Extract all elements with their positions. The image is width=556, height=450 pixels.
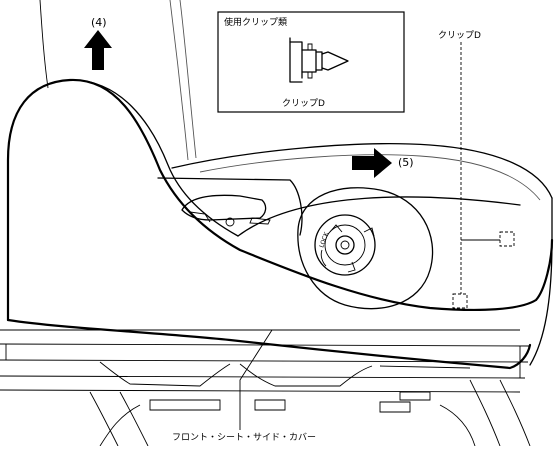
inset-clip-name: クリップD <box>282 98 325 109</box>
part-name-label: フロント・シート・サイド・カバー <box>172 432 316 443</box>
clip-location-right <box>499 231 515 247</box>
inset-title: 使用クリップ類 <box>224 16 287 28</box>
clip-d-illustration <box>289 37 349 83</box>
seat-back-outline <box>39 0 197 161</box>
seat-rail-frame <box>0 329 531 447</box>
clip-d-callout-label: クリップD <box>438 30 481 41</box>
arrow-right-icon <box>352 148 392 178</box>
recliner-knob: LOCK <box>297 187 434 310</box>
arrow-up-icon <box>84 30 112 70</box>
clip-locations <box>452 231 515 309</box>
clip-inset-box <box>217 11 405 113</box>
clip-location-bottom <box>452 293 468 309</box>
step-4-label: (4) <box>91 16 107 29</box>
callout-lines <box>239 42 500 430</box>
step-5-label: (5) <box>398 156 414 169</box>
recliner-lever <box>181 194 271 227</box>
side-cover-body <box>6 78 554 370</box>
seat-cushion-outline <box>171 143 553 366</box>
